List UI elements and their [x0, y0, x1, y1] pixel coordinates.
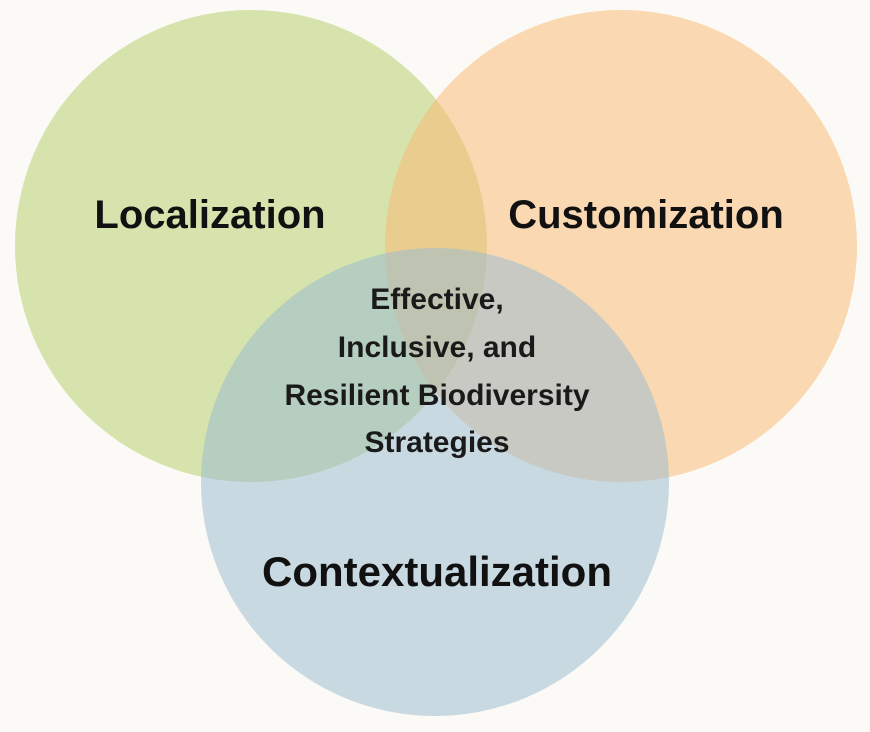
center-label-line-2: Inclusive, and: [338, 331, 536, 364]
localization-label: Localization: [94, 193, 325, 237]
venn-circles: [15, 10, 857, 716]
center-label-line-3: Resilient Biodiversity: [284, 379, 589, 412]
center-label-line-4: Strategies: [364, 426, 509, 459]
set-labels: Localization Customization Contextualiza…: [94, 193, 783, 595]
contextualization-circle: [201, 248, 669, 716]
customization-label: Customization: [508, 193, 784, 237]
center-label-line-1: Effective,: [370, 283, 503, 316]
contextualization-label: Contextualization: [262, 548, 612, 595]
center-label: Effective, Inclusive, and Resilient Biod…: [284, 283, 589, 459]
